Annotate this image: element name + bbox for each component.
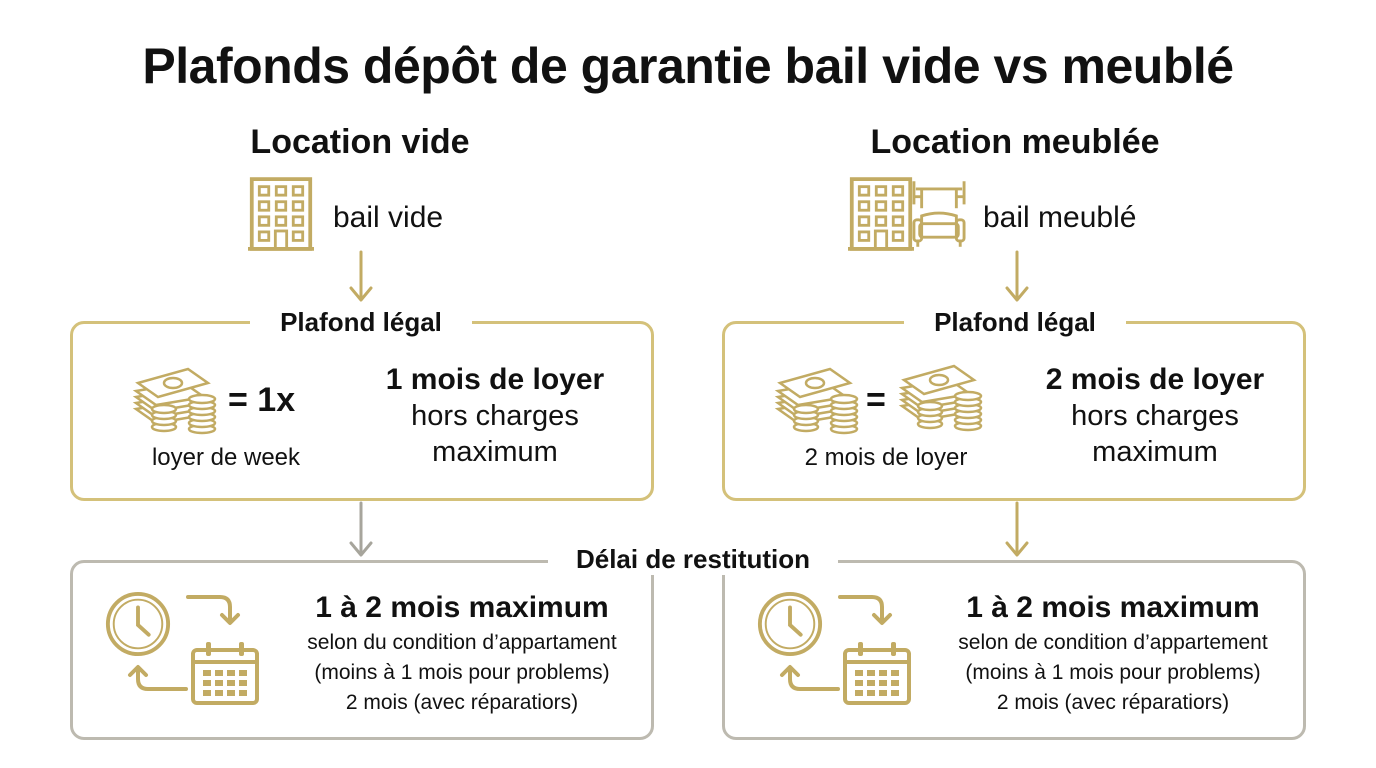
left-delay-line2: (moins à 1 mois pour problems) — [314, 661, 610, 684]
left-heading: Location vide — [250, 123, 470, 161]
arrow-down-icon — [349, 250, 373, 302]
right-money-caption: 2 mois de loyer — [804, 444, 968, 471]
calendar-icon — [190, 640, 260, 706]
arrow-down-icon — [1005, 501, 1029, 557]
furniture-icon — [912, 175, 966, 253]
calendar-icon — [842, 640, 912, 706]
money-stack-icon — [898, 362, 988, 432]
left-money-caption: loyer de week — [151, 444, 301, 471]
left-lease-label: bail vide — [333, 201, 444, 234]
money-stack-icon — [132, 365, 222, 435]
money-stack-icon — [774, 365, 864, 435]
left-cap-line2: hors charges — [411, 400, 579, 432]
left-delay-value: 1 à 2 mois maximum — [315, 591, 609, 624]
left-delay-line1: selon du condition d’appartament — [307, 631, 617, 654]
right-cap-value: 2 mois de loyer — [1045, 363, 1265, 396]
right-delay-line1: selon de condition d’appartement — [958, 631, 1268, 654]
clock-icon — [104, 590, 172, 658]
left-cap-line3: maximum — [432, 436, 558, 468]
right-lease-label: bail meublé — [983, 201, 1137, 234]
left-multiplier: = 1x — [228, 381, 296, 419]
right-delay-line2: (moins à 1 mois pour problems) — [965, 661, 1261, 684]
right-delay-line3: 2 mois (avec réparatiors) — [996, 691, 1230, 714]
right-delay-box — [722, 560, 1306, 740]
clock-icon — [756, 590, 824, 658]
right-equals: = — [866, 381, 886, 419]
page-title: Plafonds dépôt de garantie bail vide vs … — [142, 38, 1234, 94]
delay-label: Délai de restitution — [548, 543, 838, 575]
right-delay-value: 1 à 2 mois maximum — [966, 591, 1260, 624]
left-cap-value: 1 mois de loyer — [385, 363, 605, 396]
arrow-down-icon — [1005, 250, 1029, 302]
building-icon — [248, 175, 314, 253]
left-cap-label: Plafond légal — [250, 306, 472, 338]
right-cap-label: Plafond légal — [904, 306, 1126, 338]
building-icon — [848, 175, 914, 253]
right-cap-line2: hors charges — [1071, 400, 1239, 432]
right-heading: Location meublée — [870, 123, 1160, 161]
left-delay-box — [70, 560, 654, 740]
left-delay-line3: 2 mois (avec réparatiors) — [345, 691, 579, 714]
arrow-down-icon — [349, 501, 373, 557]
right-cap-line3: maximum — [1092, 436, 1218, 468]
